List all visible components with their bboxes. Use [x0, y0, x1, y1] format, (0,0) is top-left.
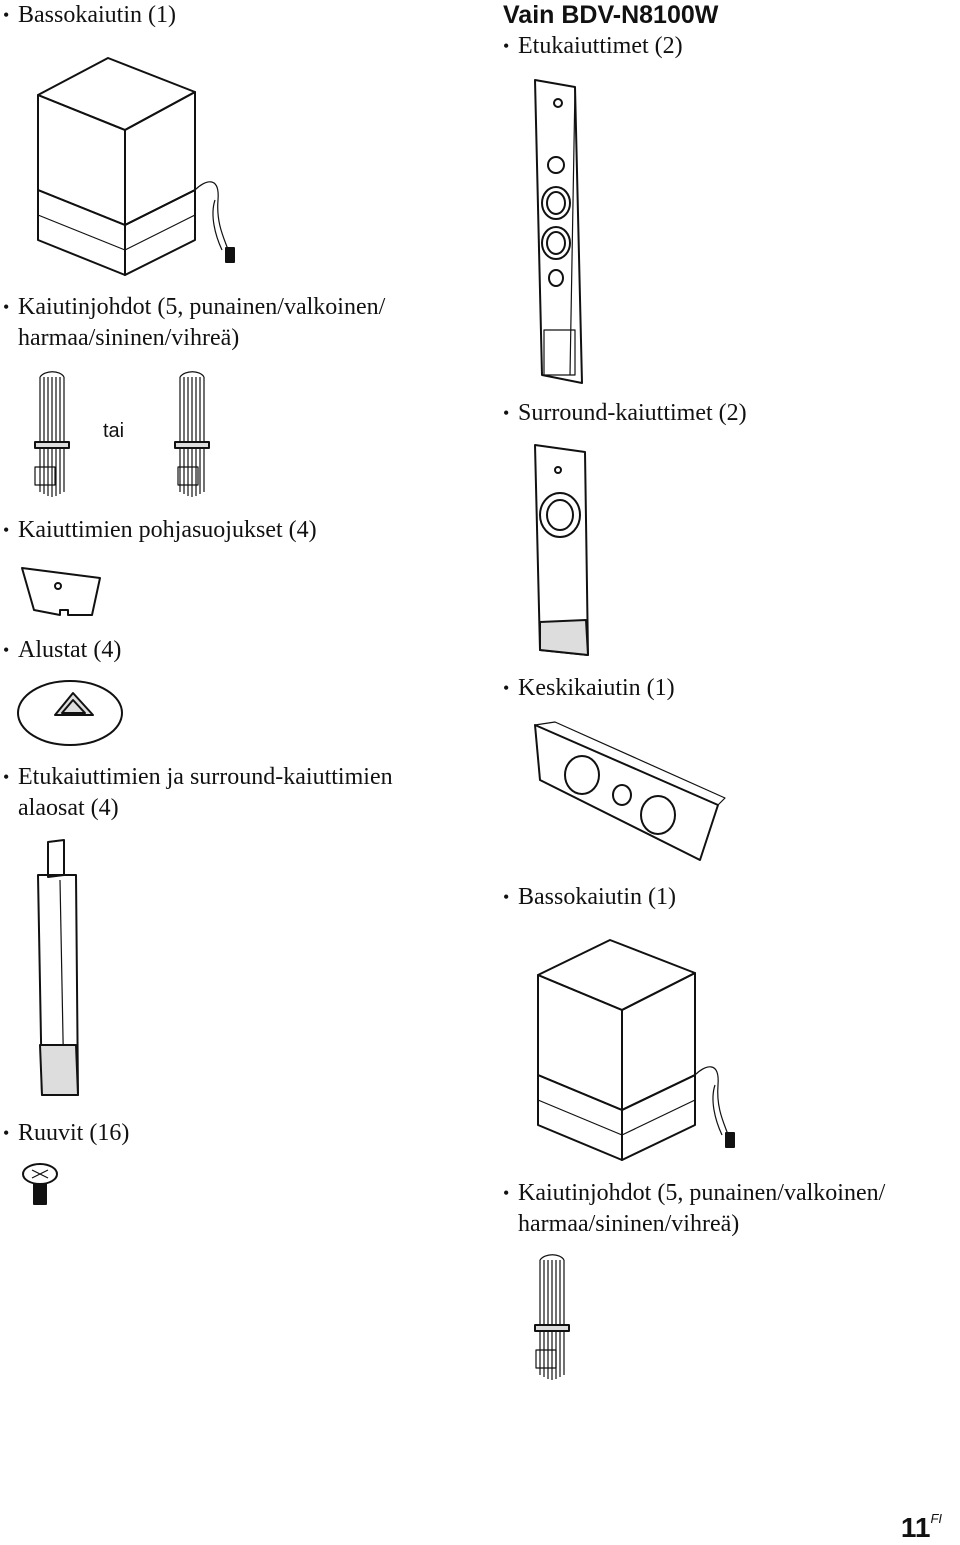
subwoofer-illustration [37, 57, 235, 276]
item-center-speaker: • Keskikaiutin (1) [503, 673, 675, 704]
label-center: Keskikaiutin (1) [518, 675, 675, 701]
bullet: • [3, 767, 10, 787]
item-cables-right: • Kaiutinjohdot (5, punainen/valkoinen/ … [503, 1178, 886, 1240]
item-bases: • Alustat (4) [3, 635, 122, 666]
item-subwoofer-right: • Bassokaiutin (1) [503, 882, 676, 913]
cable-illustration [174, 371, 210, 497]
bottom-cover-illustration [21, 567, 101, 616]
bullet: • [3, 5, 10, 25]
label-subwoofer: Bassokaiutin (1) [18, 2, 176, 28]
label-bases: Alustat (4) [18, 637, 122, 663]
label-cables-line1: Kaiutinjohdot (5, punainen/valkoinen/ [18, 294, 386, 320]
label-front: Etukaiuttimet (2) [518, 33, 683, 59]
cable-illustration [34, 371, 70, 497]
label-cables-right-line2: harmaa/sininen/vihreä) [518, 1211, 740, 1237]
label-cables-line2: harmaa/sininen/vihreä) [18, 325, 240, 351]
bullet: • [503, 403, 510, 423]
bullet: • [503, 887, 510, 907]
label-cables-right-line1: Kaiutinjohdot (5, punainen/valkoinen/ [518, 1180, 886, 1206]
label-lower-line1: Etukaiuttimien ja surround-kaiuttimien [18, 764, 393, 790]
label-lower-line2: alaosat (4) [18, 795, 119, 821]
base-illustration [17, 680, 123, 746]
label-screws: Ruuvit (16) [18, 1120, 130, 1146]
center-speaker-illustration [534, 721, 726, 861]
section-heading: Vain BDV-N8100W [503, 1, 719, 29]
page-number-value: 11 [900, 1512, 931, 1543]
page-lang: FI [930, 1510, 942, 1526]
surround-speaker-illustration [534, 444, 589, 656]
label-subwoofer-right: Bassokaiutin (1) [518, 884, 676, 910]
lower-part-illustration [37, 839, 79, 1096]
subwoofer-illustration [537, 939, 735, 1161]
label-surround: Surround-kaiuttimet (2) [518, 400, 747, 426]
screw-illustration [22, 1163, 58, 1205]
cable-illustration [534, 1254, 570, 1380]
front-speaker-illustration [534, 79, 583, 384]
item-subwoofer-left: • Bassokaiutin (1) [3, 0, 176, 31]
item-surround-speakers: • Surround-kaiuttimet (2) [503, 398, 747, 429]
item-front-speakers: • Etukaiuttimet (2) [503, 31, 683, 62]
or-label: tai [103, 420, 125, 442]
item-screws: • Ruuvit (16) [3, 1118, 130, 1149]
bullet: • [3, 1123, 10, 1143]
item-lower-parts: • Etukaiuttimien ja surround-kaiuttimien… [3, 762, 393, 824]
item-cables-left: • Kaiutinjohdot (5, punainen/valkoinen/ … [3, 292, 386, 354]
bullet: • [3, 297, 10, 317]
bullet: • [503, 1183, 510, 1203]
item-covers: • Kaiuttimien pohjasuojukset (4) [3, 515, 317, 546]
page-number: 11FI [900, 1510, 942, 1544]
bullet: • [3, 640, 10, 660]
bullet: • [503, 678, 510, 698]
label-covers: Kaiuttimien pohjasuojukset (4) [18, 517, 317, 543]
bullet: • [503, 36, 510, 56]
bullet: • [3, 520, 10, 540]
